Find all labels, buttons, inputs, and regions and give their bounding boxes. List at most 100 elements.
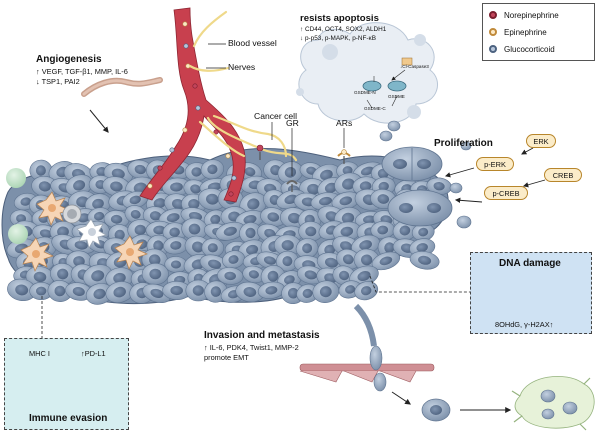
cl-caspase-label: ↓Cl-Caspase3 [400, 64, 429, 69]
proliferation-title: Proliferation [434, 138, 493, 149]
tumor-cell [349, 265, 379, 287]
metastasis-arrow [391, 391, 411, 405]
gsdme-c-label: GSDME-C [364, 106, 386, 111]
tumor-cell [7, 278, 37, 302]
dna-damage-panel: DNA damage 8OHdG, γ-H2AX↑ [470, 252, 592, 334]
ar-receptor [337, 149, 351, 164]
invasion-emt: promote EMT [204, 353, 249, 362]
angiogenesis-up: ↑ VEGF, TGF-β1, MMP, IL-6 [36, 67, 128, 76]
legend-label: Glucocorticoid [504, 44, 555, 54]
tumor-cell [371, 251, 401, 271]
pdl1-label: ↑PD-L1 [81, 349, 106, 358]
vessel-wall-invasion [299, 303, 435, 392]
dividing-cell-bottom [387, 189, 453, 227]
metastatic-colony [511, 376, 595, 431]
t-cell [62, 204, 82, 224]
legend-item-glucocorticoid: Glucocorticoid [489, 43, 555, 55]
legend-item-epinephrine: Epinephrine [489, 26, 547, 38]
epinephrine-icon [489, 28, 497, 36]
tumor-cell [215, 221, 246, 241]
tumor-cell [426, 177, 452, 195]
tumor-cell [312, 280, 340, 303]
gsdme-pore-icon [362, 57, 413, 109]
legend-label: Norepinephrine [504, 10, 559, 20]
tumor-cell [331, 191, 360, 211]
tumor-cell [370, 220, 395, 240]
immune-evasion-panel: MHC I ↑PD-L1 Immune evasion [4, 338, 129, 430]
gr-receptor [286, 180, 298, 192]
tumor-cell [201, 238, 225, 258]
angiogenesis-down: ↓ TSP1, PAI2 [36, 77, 80, 86]
invasion-title: Invasion and metastasis [204, 330, 320, 341]
blood-vessel [139, 7, 246, 203]
tumor-cell [295, 238, 319, 259]
tumor-cell [351, 234, 381, 256]
tumor-cell [163, 236, 189, 255]
tumor-cell [222, 250, 245, 269]
dendritic-cell [20, 237, 54, 272]
glucocorticoid-icon [489, 45, 497, 53]
tumor-cell [141, 262, 169, 286]
apoptosis-up: ↑ CD44, OCT4, SOX2, ALDH1 [300, 26, 387, 33]
norepinephrine-icon [489, 11, 497, 19]
dendritic-cell [36, 191, 70, 226]
ars-label: ARs [336, 118, 353, 128]
tumor-cell [185, 279, 212, 302]
tumor-cell [200, 159, 225, 180]
angiogenic-sprout [81, 77, 163, 97]
gr-label: GR [286, 118, 299, 128]
tumor-cell [65, 282, 93, 301]
tumor-cell [409, 251, 440, 270]
invasion-factors: ↑ IL-6, PDK4, Twist1, MMP-2 [204, 343, 299, 352]
tumor-cell [162, 280, 192, 301]
cancer-cell-label: Cancer cell [254, 111, 297, 121]
tumor-cell [127, 159, 154, 180]
tumor-cell [105, 281, 134, 303]
legend: Norepinephrine Epinephrine Glucocorticoi… [482, 3, 595, 61]
circulating-tumor-cell [421, 398, 451, 422]
tumor-cell [47, 280, 73, 302]
immune-cell-ball [6, 168, 26, 188]
gsdme-label: GSDME [388, 94, 405, 99]
immune-evasion-title: Immune evasion [29, 413, 108, 424]
tumor-cell [354, 281, 379, 301]
gsdme-n-label: GSDME-N [354, 90, 376, 95]
angiogenesis-arrow [89, 109, 109, 133]
apoptosis-title: resists apoptosis [300, 13, 379, 24]
tumor-cell [411, 223, 435, 242]
tumor-cell [29, 159, 53, 182]
dna-damage-markers: 8OHdG, γ-H2AX↑ [495, 320, 554, 329]
tumor-mass [1, 147, 452, 305]
legend-label: Epinephrine [504, 27, 547, 37]
angiogenesis-title: Angiogenesis [36, 54, 102, 65]
nerve-fibers [188, 10, 298, 162]
p-creb-badge: p-CREB [484, 186, 528, 200]
tumor-cell [235, 210, 265, 229]
tumor-cell [260, 207, 287, 227]
erk-badge: ERK [526, 134, 556, 148]
tumor-cell [242, 265, 266, 284]
apoptosis-down: ↓ p-p53, p-MAPK, p-NF-κB [300, 35, 376, 42]
tumor-cell [29, 281, 54, 301]
cancer-cell-receptor [256, 144, 264, 160]
dna-damage-title: DNA damage [499, 258, 561, 269]
blood-vessel-label: Blood vessel [228, 38, 277, 48]
tumor-cell [31, 175, 59, 197]
apoptotic-cell-cloud [296, 22, 439, 124]
p-erk-badge: p-ERK [476, 157, 514, 171]
tumor-cell [239, 222, 262, 244]
legend-item-norepinephrine: Norepinephrine [489, 9, 559, 21]
white-immune-cell [76, 218, 108, 250]
dendritic-cell [114, 235, 148, 270]
tumor-cell [25, 266, 55, 288]
tumor-cell [124, 205, 147, 224]
nerves-label: Nerves [228, 62, 256, 72]
immune-cell-ball [8, 224, 28, 244]
creb-badge: CREB [544, 168, 582, 182]
daughter-cells [379, 120, 472, 229]
dividing-cell-top [381, 146, 443, 182]
tumor-cell [217, 267, 244, 285]
tumor-cell [235, 281, 265, 303]
